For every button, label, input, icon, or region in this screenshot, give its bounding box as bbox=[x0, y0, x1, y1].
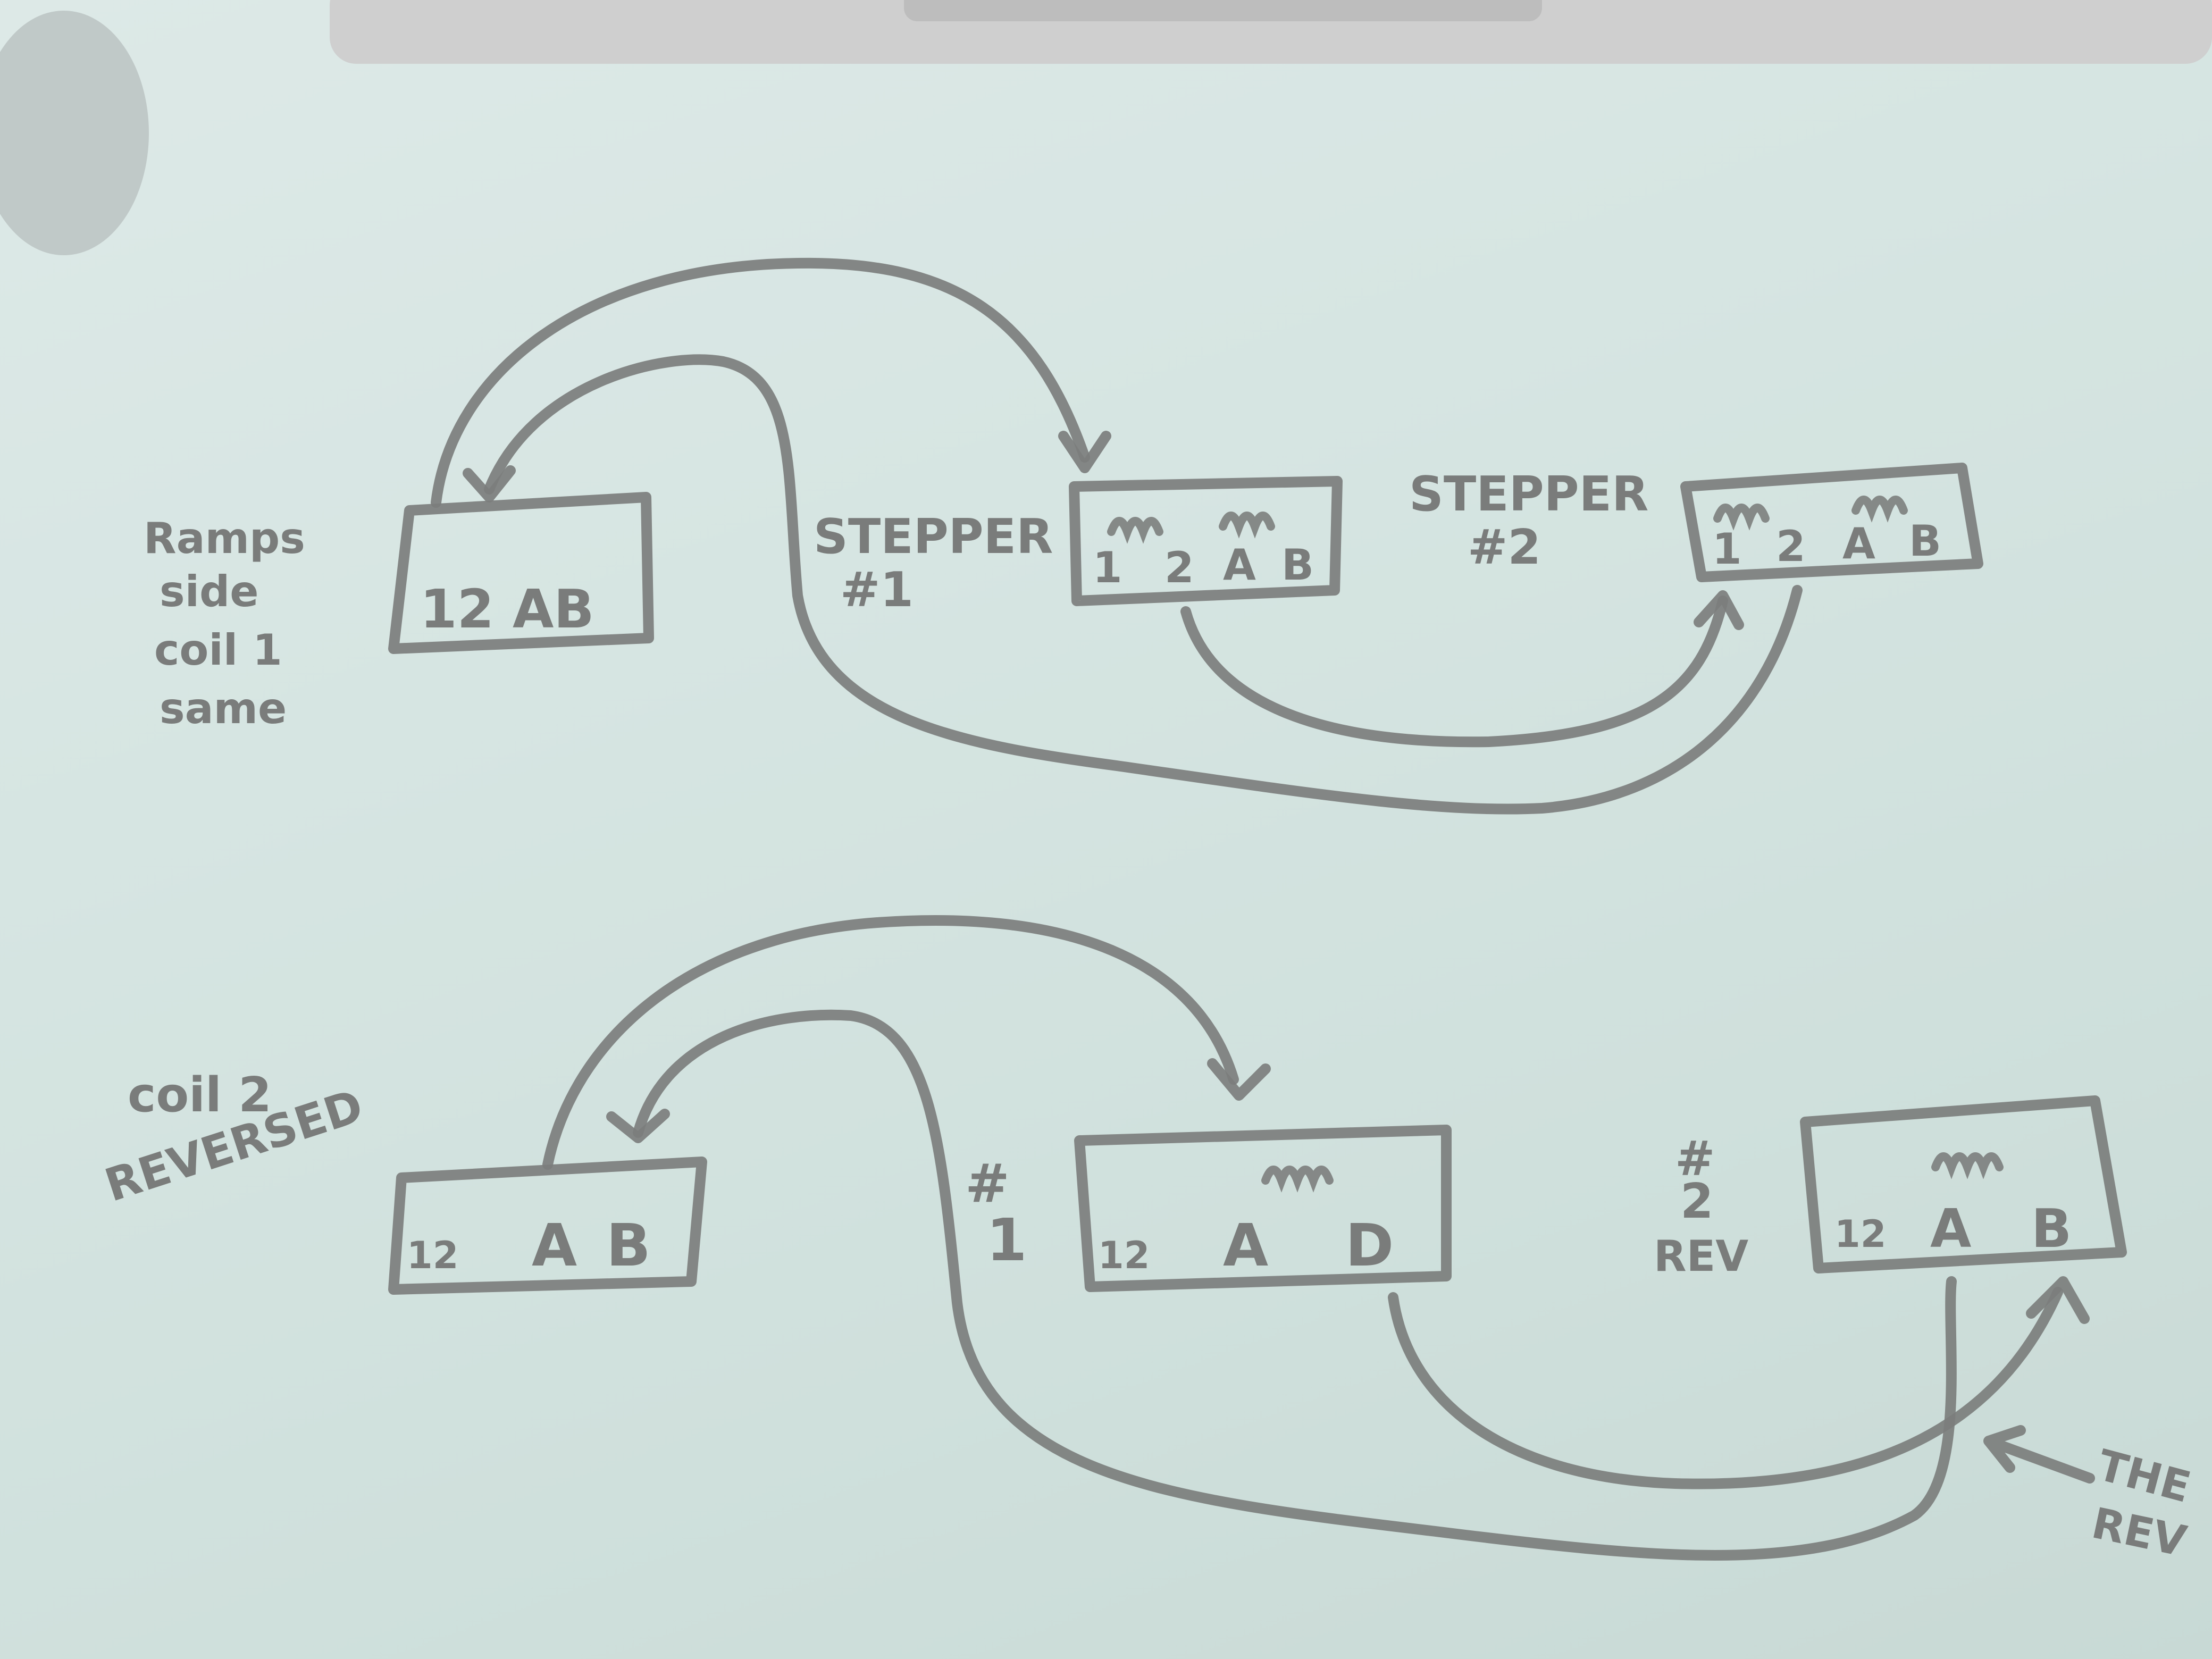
bottom-wire-ramps-to-stepper1 bbox=[542, 915, 1239, 1170]
bottom-stepper2-pin-b: B bbox=[2031, 1197, 2072, 1260]
top-note-line3: coil 1 bbox=[154, 625, 282, 675]
top-stepper2-coil-right-icon bbox=[1851, 496, 1908, 523]
top-wire-stepper1-to-stepper2 bbox=[1180, 596, 1728, 748]
top-note-line2: side bbox=[160, 567, 259, 616]
bottom-arrowhead-ramps bbox=[606, 1109, 670, 1143]
top-wire-ramps-to-stepper2 bbox=[484, 354, 1803, 815]
top-stepper1-coil-left-icon bbox=[1107, 517, 1163, 544]
top-stepper1-number: #1 bbox=[840, 562, 914, 618]
bottom-callout-arrow bbox=[1983, 1425, 2095, 1484]
top-ramps-pins: 12 AB bbox=[420, 578, 594, 640]
metal-object bbox=[0, 11, 149, 255]
top-wire-ramps-to-stepper1 bbox=[431, 257, 1090, 508]
bottom-diagram: coil 2 REVERSED 12 A B # 1 12 A D # 2 RE… bbox=[99, 915, 2196, 1566]
laptop-edge bbox=[330, 0, 2212, 64]
top-note-line1: Ramps bbox=[144, 514, 305, 563]
bottom-wire-stepper1-to-stepper2 bbox=[1388, 1287, 2063, 1489]
bottom-stepper2-number: 2 bbox=[1680, 1174, 1714, 1229]
laptop-trackpad bbox=[904, 0, 1542, 21]
bottom-stepper2-hash: # bbox=[1675, 1131, 1715, 1187]
bottom-ramps-pin-a: A bbox=[532, 1211, 577, 1279]
top-stepper1-title: STEPPER bbox=[814, 509, 1053, 565]
top-stepper2-pin-b: B bbox=[1909, 516, 1941, 566]
top-arrowhead-stepper1 bbox=[1058, 431, 1111, 473]
top-diagram: Ramps side coil 1 same 12 AB STEPPER #1 … bbox=[144, 257, 1983, 815]
bottom-ramps-pin-12: 12 bbox=[407, 1234, 458, 1277]
bottom-stepper2-pin-12: 12 bbox=[1834, 1212, 1886, 1256]
top-stepper1-pin-1: 1 bbox=[1093, 543, 1122, 592]
top-note-line4: same bbox=[160, 684, 287, 733]
bottom-arrowhead-stepper1 bbox=[1207, 1058, 1271, 1101]
top-arrowhead-ramps bbox=[463, 465, 516, 502]
bottom-wire-ramps-to-stepper2 bbox=[633, 1009, 1957, 1561]
top-stepper1-coil-right-icon bbox=[1219, 512, 1275, 539]
top-stepper1-pin-a: A bbox=[1223, 540, 1256, 590]
top-stepper2-box bbox=[1680, 463, 1983, 582]
bottom-ramps-box bbox=[388, 1157, 707, 1295]
bottom-stepper2-coil-icon bbox=[1931, 1152, 2004, 1179]
bottom-stepper1-number: 1 bbox=[986, 1206, 1027, 1274]
bottom-note-line1: coil 2 bbox=[128, 1067, 272, 1123]
top-stepper2-pin-2: 2 bbox=[1776, 522, 1806, 571]
top-stepper2-pin-1: 1 bbox=[1712, 524, 1742, 574]
top-stepper1-pin-b: B bbox=[1281, 540, 1314, 590]
bottom-stepper1-pin-12: 12 bbox=[1098, 1234, 1150, 1277]
bottom-stepper1-pin-d: D bbox=[1345, 1211, 1394, 1279]
top-stepper1-box bbox=[1069, 476, 1343, 606]
top-stepper2-pin-a: A bbox=[1842, 519, 1875, 568]
bottom-arrowhead-stepper2 bbox=[2026, 1276, 2090, 1324]
bottom-stepper1-box bbox=[1074, 1125, 1452, 1292]
top-arrowhead-stepper2 bbox=[1694, 590, 1744, 630]
bottom-stepper2-box bbox=[1800, 1095, 2127, 1273]
bottom-stepper1-hash: # bbox=[965, 1152, 1010, 1214]
bottom-stepper2-pin-a: A bbox=[1930, 1197, 1971, 1260]
bottom-stepper1-coil-icon bbox=[1261, 1166, 1334, 1193]
top-stepper2-coil-left-icon bbox=[1713, 504, 1770, 531]
bottom-stepper1-pin-a: A bbox=[1223, 1211, 1268, 1279]
top-ramps-box bbox=[388, 492, 654, 654]
top-stepper1-pin-2: 2 bbox=[1164, 543, 1194, 592]
top-stepper2-title: STEPPER bbox=[1409, 466, 1648, 522]
top-stepper2-number: #2 bbox=[1468, 520, 1541, 575]
bottom-ramps-pin-b: B bbox=[606, 1211, 651, 1279]
bottom-stepper2-rev: REV bbox=[1654, 1231, 1748, 1281]
